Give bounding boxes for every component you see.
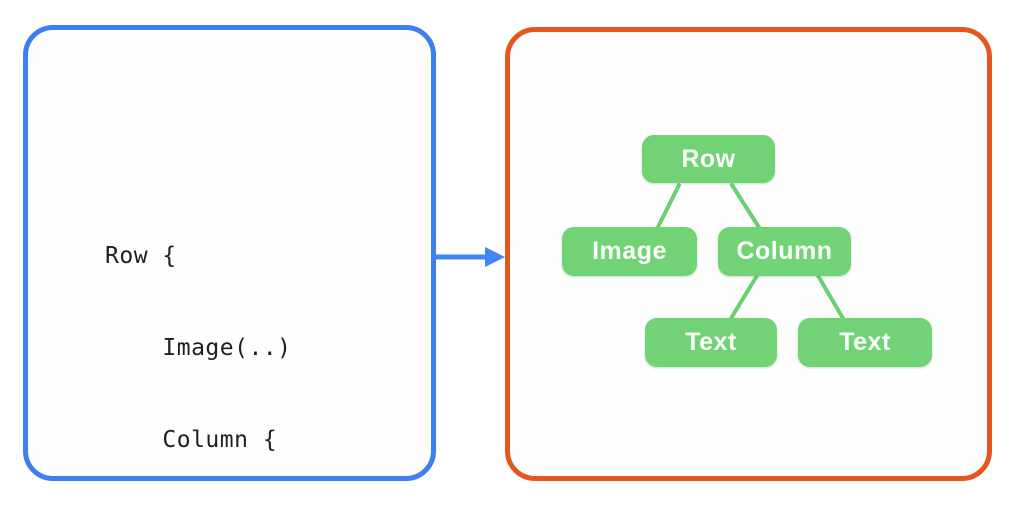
tree-node-label: Row	[681, 144, 736, 173]
right-arrow-icon	[434, 247, 505, 267]
tree-node-label: Image	[592, 237, 667, 265]
tree-panel: Row Image Column Text Text	[505, 27, 992, 481]
tree-node-label: Text	[839, 328, 891, 356]
tree-node-column: Column	[718, 227, 851, 276]
edge-column-text2	[815, 272, 846, 322]
code-line: Image(..)	[105, 334, 292, 361]
tree-node-label: Text	[685, 328, 737, 356]
edge-row-column	[730, 183, 762, 231]
tree-node-label: Column	[736, 237, 833, 265]
edge-row-image	[655, 183, 681, 231]
code-panel: Row { Image(..) Column { Text(..) Text(.…	[23, 25, 436, 481]
tree-node-text-1: Text	[645, 318, 777, 367]
edge-column-text1	[728, 272, 760, 322]
tree-node-text-2: Text	[798, 318, 932, 367]
code-line: Row {	[105, 242, 177, 269]
tree-node-row: Row	[642, 135, 775, 183]
code-snippet: Row { Image(..) Column { Text(..) Text(.…	[105, 179, 335, 506]
tree-edges	[655, 183, 846, 322]
code-line: Column {	[105, 427, 278, 454]
tree-node-image: Image	[562, 227, 697, 276]
